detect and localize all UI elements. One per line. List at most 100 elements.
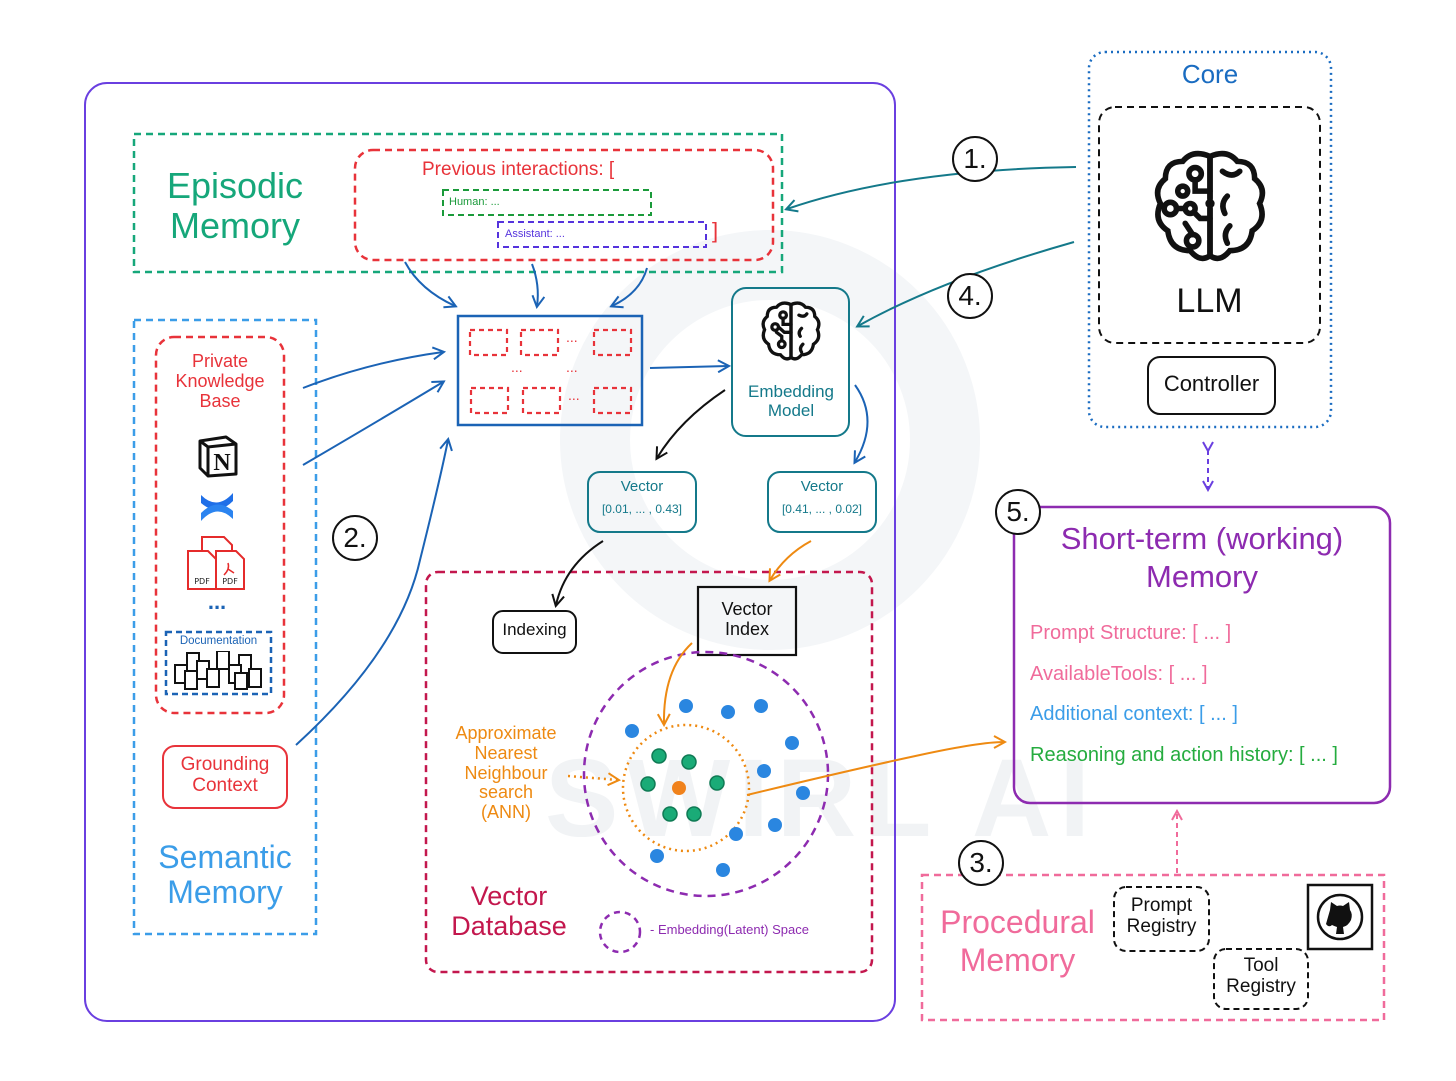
arrow-core-to-episodic (787, 166, 1077, 209)
arrow-ann-to-short-term (746, 742, 1004, 796)
arrow-index-to-ann (664, 642, 693, 724)
ann-neighbourhood-circle (621, 723, 751, 853)
vector-point (768, 818, 782, 832)
vector-point (650, 849, 664, 863)
controller-box (1147, 356, 1276, 415)
closing-bracket: ] (712, 218, 719, 243)
indexing-label: Indexing (502, 620, 567, 639)
vector-point (785, 736, 799, 750)
chunk-cells (468, 328, 633, 415)
procedural-memory-title: Procedural Memory (940, 904, 1095, 979)
arrow-episodic-to-chunks-middle (531, 263, 538, 306)
arrow-kb-to-chunks-2 (302, 382, 443, 466)
step-4-circle (947, 273, 993, 319)
indexing-box (492, 610, 577, 654)
neighbour-point (686, 806, 702, 822)
vector-point (757, 764, 771, 778)
neighbour-point (640, 776, 656, 792)
chunk-cell (592, 328, 633, 357)
neighbour-point (662, 806, 678, 822)
brain-icon (758, 298, 824, 364)
short-term-memory-item: Additional context: [ ... ] (1030, 703, 1238, 725)
procedural-memory-box (920, 873, 1386, 1022)
tool-registry-label: Tool Registry (1226, 955, 1296, 997)
arrow-episodic-to-chunks-left (404, 261, 455, 306)
svg-text:PDF: PDF (194, 577, 210, 586)
query-point (672, 781, 686, 795)
chunk-cell (519, 328, 560, 357)
github-icon (1313, 890, 1367, 944)
step-2-circle (332, 515, 378, 561)
more-sources-ellipsis: ... (207, 589, 227, 614)
vector-point (729, 827, 743, 841)
chunk-cell (521, 386, 562, 415)
step-2-label: 2. (343, 522, 367, 553)
chunk-ellipsis: ... (568, 387, 580, 403)
ann-label: Approximate Nearest Neighbour search (AN… (455, 723, 557, 823)
semantic-title: Semantic Memory (158, 839, 292, 911)
short-term-memory-box (1012, 505, 1392, 805)
svg-text:N: N (213, 450, 231, 476)
step-5-label: 5. (1006, 496, 1030, 527)
vector-point (716, 863, 730, 877)
arrow-grounding-to-chunks (295, 440, 448, 746)
pdf-icon: PDF PDF (186, 533, 248, 591)
grounding-context-box (162, 745, 288, 809)
embedding-model-box (731, 287, 850, 437)
neighbour-point (651, 748, 667, 764)
previous-interactions-label: Previous interactions: [ (422, 159, 615, 180)
previous-interactions-box (353, 148, 775, 262)
neighbour-point (681, 754, 697, 770)
human-message-box (442, 189, 652, 216)
short-term-memory-title: Short-term (working) Memory (1060, 521, 1344, 595)
assistant-message-box (497, 221, 707, 248)
vector-2-label: Vector [0.41, ... , 0.02] (781, 478, 863, 516)
svg-text:PDF: PDF (222, 577, 238, 586)
chunk-ellipsis: ... (566, 359, 578, 375)
vector-point (721, 705, 735, 719)
vector-point (679, 699, 693, 713)
arrow-kb-to-chunks-1 (302, 352, 443, 389)
step-1-circle (952, 136, 998, 182)
chunk-cell (468, 328, 509, 357)
tool-registry-box (1213, 948, 1309, 1010)
embedding-space-legend: - Embedding(Latent) Space (650, 922, 809, 937)
chunk-cell (592, 386, 633, 415)
llm-brain-icon (1148, 142, 1272, 270)
assistant-message-label: Assistant: ... (505, 228, 565, 240)
controller-label[interactable]: Controller (1163, 371, 1260, 396)
notion-icon: N (196, 434, 240, 478)
grounding-context-label: Grounding Context (180, 754, 270, 796)
arrow-vector-to-vector-index (770, 540, 812, 580)
vector-point (796, 786, 810, 800)
legend-embedding-space-circle (598, 910, 642, 954)
short-term-memory-item: AvailableTools: [ ... ] (1030, 662, 1208, 685)
episodic-title: Episodic Memory (166, 165, 304, 246)
prompt-registry-box (1113, 886, 1210, 952)
step-3-label: 3. (969, 847, 993, 878)
private-knowledge-base-box (154, 335, 286, 715)
vector-1-label: Vector [0.01, ... , 0.43] (601, 478, 683, 516)
private-knowledge-base-label: Private Knowledge Base (175, 351, 265, 411)
step-3-circle (958, 840, 1004, 886)
arrow-episodic-to-chunks-right (612, 267, 648, 306)
vector-index-label: Vector Index (721, 599, 773, 639)
core-box (1087, 50, 1333, 429)
arrow-vector-to-indexing (556, 540, 604, 605)
llm-box (1098, 106, 1321, 344)
step-1-label: 1. (963, 143, 987, 174)
vector-database-box (424, 570, 874, 974)
arrow-embedding-to-vector-1 (657, 389, 726, 458)
vector-box-1 (587, 471, 697, 533)
documentation-label: Documentation (179, 635, 258, 647)
chunk-ellipsis: ... (511, 359, 523, 375)
vector-box-2 (767, 471, 877, 533)
prompt-registry-label: Prompt Registry (1126, 895, 1197, 937)
short-term-memory-items: Prompt Structure: [ ... ]AvailableTools:… (1030, 621, 1338, 783)
long-term-memory-frame (84, 82, 896, 1022)
vector-index-box (696, 585, 798, 657)
vector-database-title: Vector Database (451, 881, 567, 941)
embedding-points (625, 699, 810, 877)
github-box (1306, 883, 1374, 951)
